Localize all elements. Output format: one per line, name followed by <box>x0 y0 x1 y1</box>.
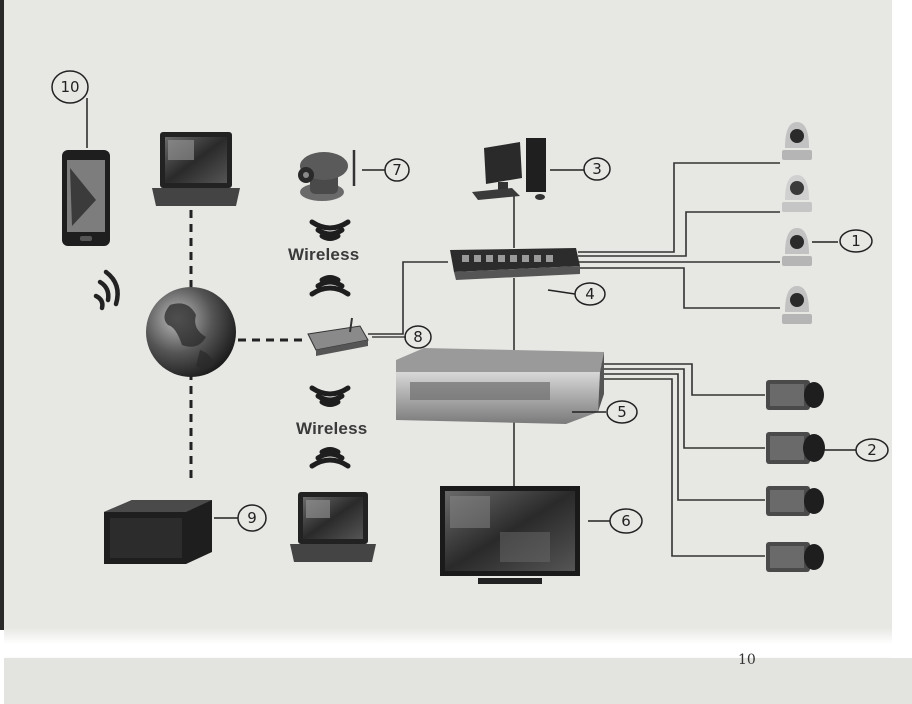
callout-1: 1 <box>846 232 866 250</box>
callout-7: 7 <box>387 161 407 179</box>
smartphone-icon <box>62 150 110 246</box>
wireless-label-lower: Wireless <box>296 419 367 439</box>
callout-2: 2 <box>862 441 882 459</box>
laptop-bottom-icon <box>290 492 376 562</box>
box-camera-icon-2 <box>766 432 825 464</box>
laptop-top-icon <box>152 132 240 206</box>
ptz-camera-icon-1 <box>782 122 812 160</box>
server-icon <box>104 500 212 564</box>
desktop-pc-icon <box>472 138 546 200</box>
ptz-camera-icon-2 <box>782 175 812 212</box>
box-camera-icon-4 <box>766 542 824 572</box>
callout-8: 8 <box>408 328 428 346</box>
router-switch-cable <box>368 262 448 334</box>
ptz-camera-icon-3 <box>782 228 812 266</box>
callout-4: 4 <box>580 285 600 303</box>
ptz-camera-icon-4 <box>782 286 812 324</box>
wireless-camera-icon <box>298 150 354 201</box>
callout-3: 3 <box>587 160 607 178</box>
callout-5: 5 <box>612 403 632 421</box>
wireless-router-icon <box>308 318 368 356</box>
box-camera-icon-3 <box>766 486 824 516</box>
page-number: 10 <box>738 652 756 668</box>
globe-icon <box>146 287 236 377</box>
wifi-waves-phone <box>96 272 118 308</box>
callout-9: 9 <box>242 509 262 527</box>
box-camera-icon-1 <box>766 380 824 410</box>
monitor-icon <box>440 486 580 584</box>
callout-10: 10 <box>58 78 82 96</box>
network-switch-icon <box>450 248 580 280</box>
wireless-label-upper: Wireless <box>288 245 359 265</box>
callout-6: 6 <box>616 512 636 530</box>
